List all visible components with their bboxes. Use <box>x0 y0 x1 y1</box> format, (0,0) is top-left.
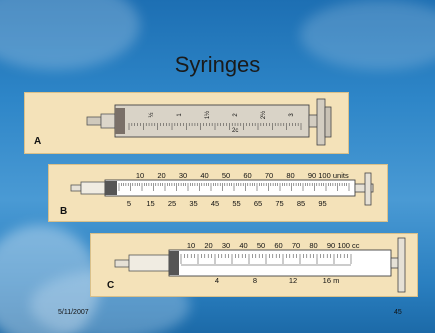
needle-hub <box>129 255 169 271</box>
footer-date: 5/11/2007 <box>58 309 89 316</box>
plunger-thumb-rest <box>325 107 331 137</box>
scale-label: 100 units <box>318 171 349 180</box>
scale-label: 90 <box>327 241 335 250</box>
scale-label: 35 <box>189 199 197 208</box>
scale-label: 75 <box>275 199 283 208</box>
plunger-flange <box>317 99 325 145</box>
scale-label: 60 <box>243 171 251 180</box>
needle-hub <box>81 182 105 194</box>
scale-label: 16 m <box>323 276 340 285</box>
plunger-stopper <box>105 181 117 195</box>
scale-label: 50 <box>222 171 230 180</box>
scale-label: 40 <box>239 241 247 250</box>
syringe-barrel <box>115 105 309 137</box>
scale-label: 15 <box>146 199 154 208</box>
scale-label: 95 <box>318 199 326 208</box>
scale-label: 80 <box>309 241 317 250</box>
scale-label: 70 <box>265 171 273 180</box>
scale-label: ½ <box>148 112 155 117</box>
syringe-barrel <box>105 180 355 196</box>
scale-label: 20 <box>204 241 212 250</box>
needle-tip <box>115 260 129 267</box>
scale-label: 50 <box>257 241 265 250</box>
plunger-flange <box>398 238 405 292</box>
scale-label: 25 <box>168 199 176 208</box>
scale-label: 4 <box>215 276 219 285</box>
scale-label: 8 <box>253 276 257 285</box>
scale-label: 12 <box>289 276 297 285</box>
scale-label: 55 <box>232 199 240 208</box>
scale-label: 90 <box>308 171 316 180</box>
scale-label: 5 <box>127 199 131 208</box>
needle-tip <box>71 185 81 191</box>
scale-label: 80 <box>286 171 294 180</box>
scale-label: 1½ <box>204 111 211 119</box>
syringe-a-unit-mark: 2c <box>232 128 238 134</box>
syringe-barrel <box>169 250 391 276</box>
scale-label: 100 cc <box>337 241 359 250</box>
scale-label: 60 <box>274 241 282 250</box>
scale-label: 45 <box>211 199 219 208</box>
scale-label: 10 <box>187 241 195 250</box>
scale-label: 30 <box>179 171 187 180</box>
plunger-stopper <box>115 108 125 134</box>
scale-label: 85 <box>297 199 305 208</box>
scale-label: 70 <box>292 241 300 250</box>
scale-label: 40 <box>200 171 208 180</box>
scale-label: 2½ <box>260 111 267 119</box>
scale-label: 20 <box>157 171 165 180</box>
scale-label: 30 <box>222 241 230 250</box>
page-number: 45 <box>394 309 402 316</box>
needle-hub <box>101 114 115 128</box>
slide-title: Syringes <box>0 52 435 78</box>
needle-tip <box>87 117 101 125</box>
plunger-flange <box>365 173 371 205</box>
scale-label: 10 <box>136 171 144 180</box>
scale-label: 65 <box>254 199 262 208</box>
plunger-stopper <box>169 251 179 275</box>
